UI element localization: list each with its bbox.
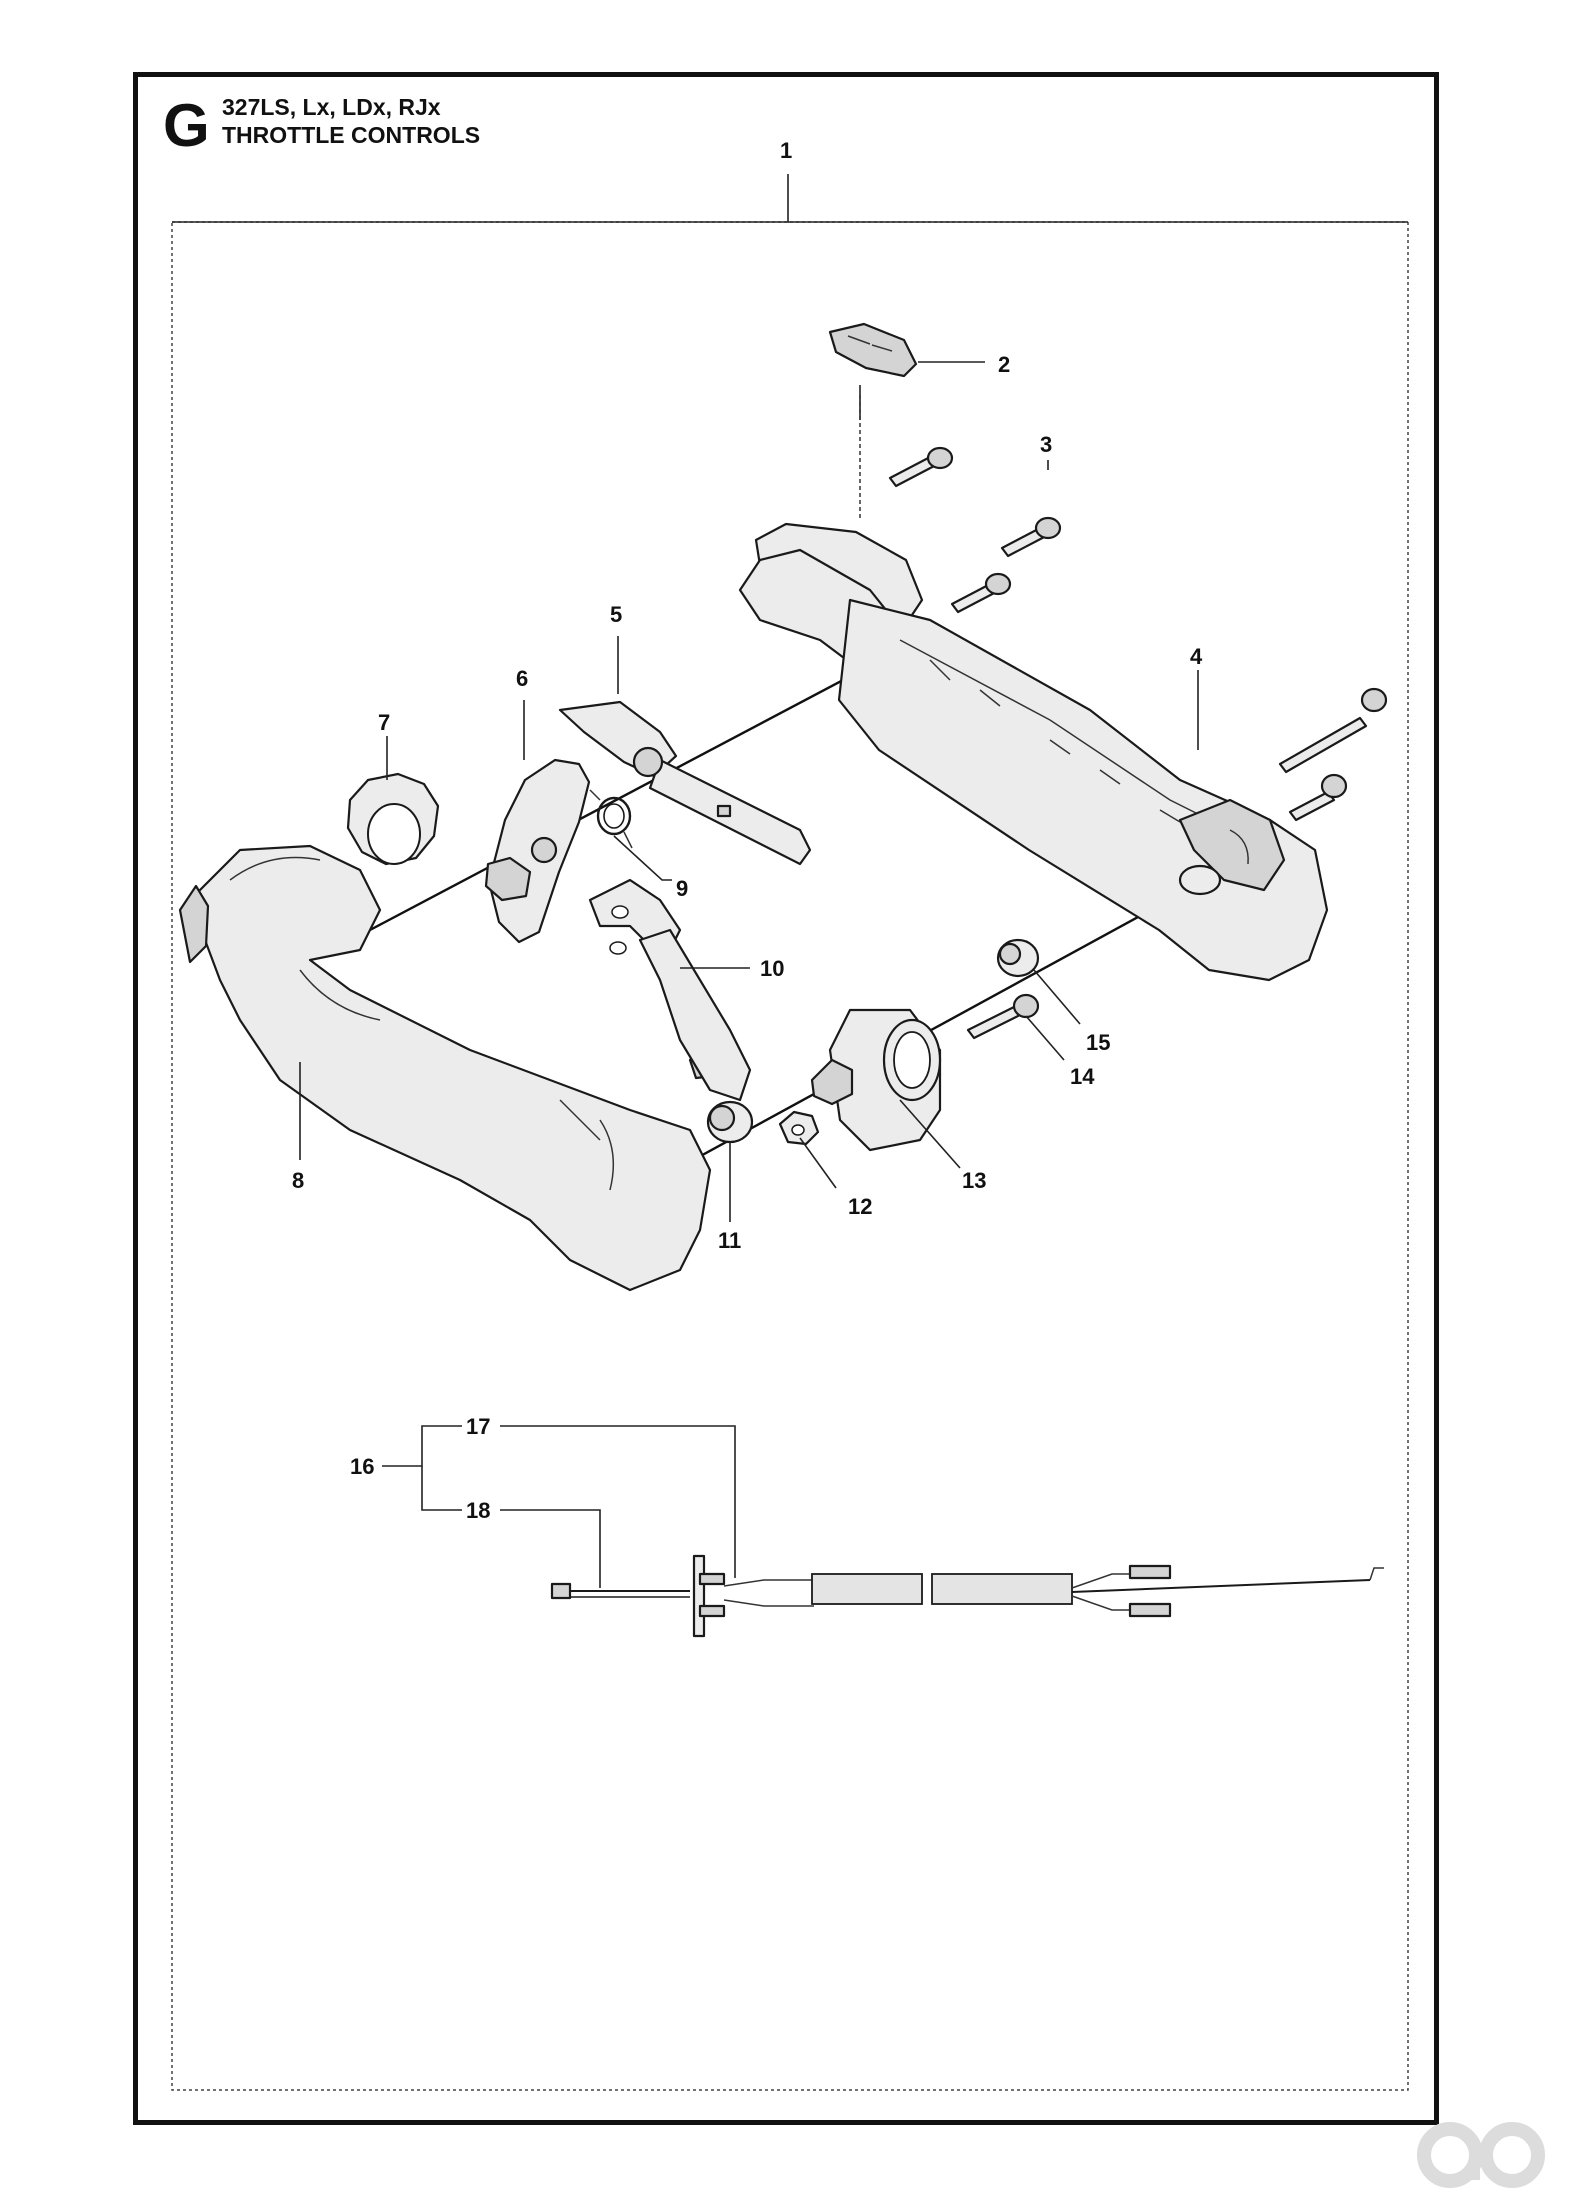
part-11-bushing [706, 1100, 754, 1144]
part-10-trigger [588, 878, 752, 1102]
callout-2: 2 [998, 352, 1010, 377]
part-2-lockout [828, 322, 918, 520]
part-4-screws [1278, 687, 1388, 822]
part-9-spring [589, 789, 633, 849]
leader-1 [172, 174, 789, 223]
part-13-clamp [810, 1008, 942, 1152]
callout-11: 11 [718, 1228, 741, 1253]
part-16-cable-assembly [550, 1554, 1384, 1638]
callout-1: 1 [780, 138, 792, 163]
leader-16-upper [382, 1425, 462, 1467]
callout-6: 6 [516, 666, 528, 691]
callout-16: 16 [350, 1454, 374, 1479]
part-17-throttle-cable-coil [811, 1573, 1073, 1605]
callout-14: 14 [1070, 1064, 1095, 1089]
logo-watermark [1417, 2122, 1545, 2188]
part-5-lever [558, 700, 812, 866]
part-15-bushing [996, 938, 1040, 978]
section-title: THROTTLE CONTROLS [222, 122, 481, 148]
leader-18 [500, 1509, 601, 1588]
leader-17 [500, 1425, 736, 1578]
callout-10: 10 [760, 956, 784, 981]
part-6-throttle-plate [484, 758, 591, 944]
callout-8: 8 [292, 1168, 304, 1193]
leader-12 [799, 1137, 837, 1189]
callout-9: 9 [676, 876, 688, 901]
leader-15 [1033, 969, 1081, 1025]
part-12-nut [778, 1110, 820, 1146]
callout-7: 7 [378, 710, 390, 735]
callout-15: 15 [1086, 1030, 1110, 1055]
part-8-handle-grip [178, 844, 720, 1292]
part-4-handle-housing [738, 522, 1329, 982]
callout-18: 18 [466, 1498, 490, 1523]
callout-12: 12 [848, 1194, 872, 1219]
leader-9 [613, 835, 672, 881]
part-14-screw [966, 993, 1040, 1040]
section-letter: G [163, 92, 210, 159]
leader-16-lower [421, 1466, 462, 1511]
assembly-boundary [171, 221, 1409, 2091]
callout-5: 5 [610, 602, 622, 627]
leader-14 [1025, 1015, 1065, 1061]
callout-4: 4 [1190, 644, 1203, 669]
assembly-axis-upper [369, 648, 901, 932]
leader-13 [899, 1099, 961, 1169]
callout-17: 17 [466, 1414, 490, 1439]
part-7-ring [346, 772, 440, 866]
model-line: 327LS, Lx, LDx, RJx [222, 94, 441, 120]
callout-13: 13 [962, 1168, 986, 1193]
callout-3: 3 [1040, 432, 1052, 457]
page-frame [133, 72, 1439, 2125]
part-3-screws [888, 446, 1062, 614]
